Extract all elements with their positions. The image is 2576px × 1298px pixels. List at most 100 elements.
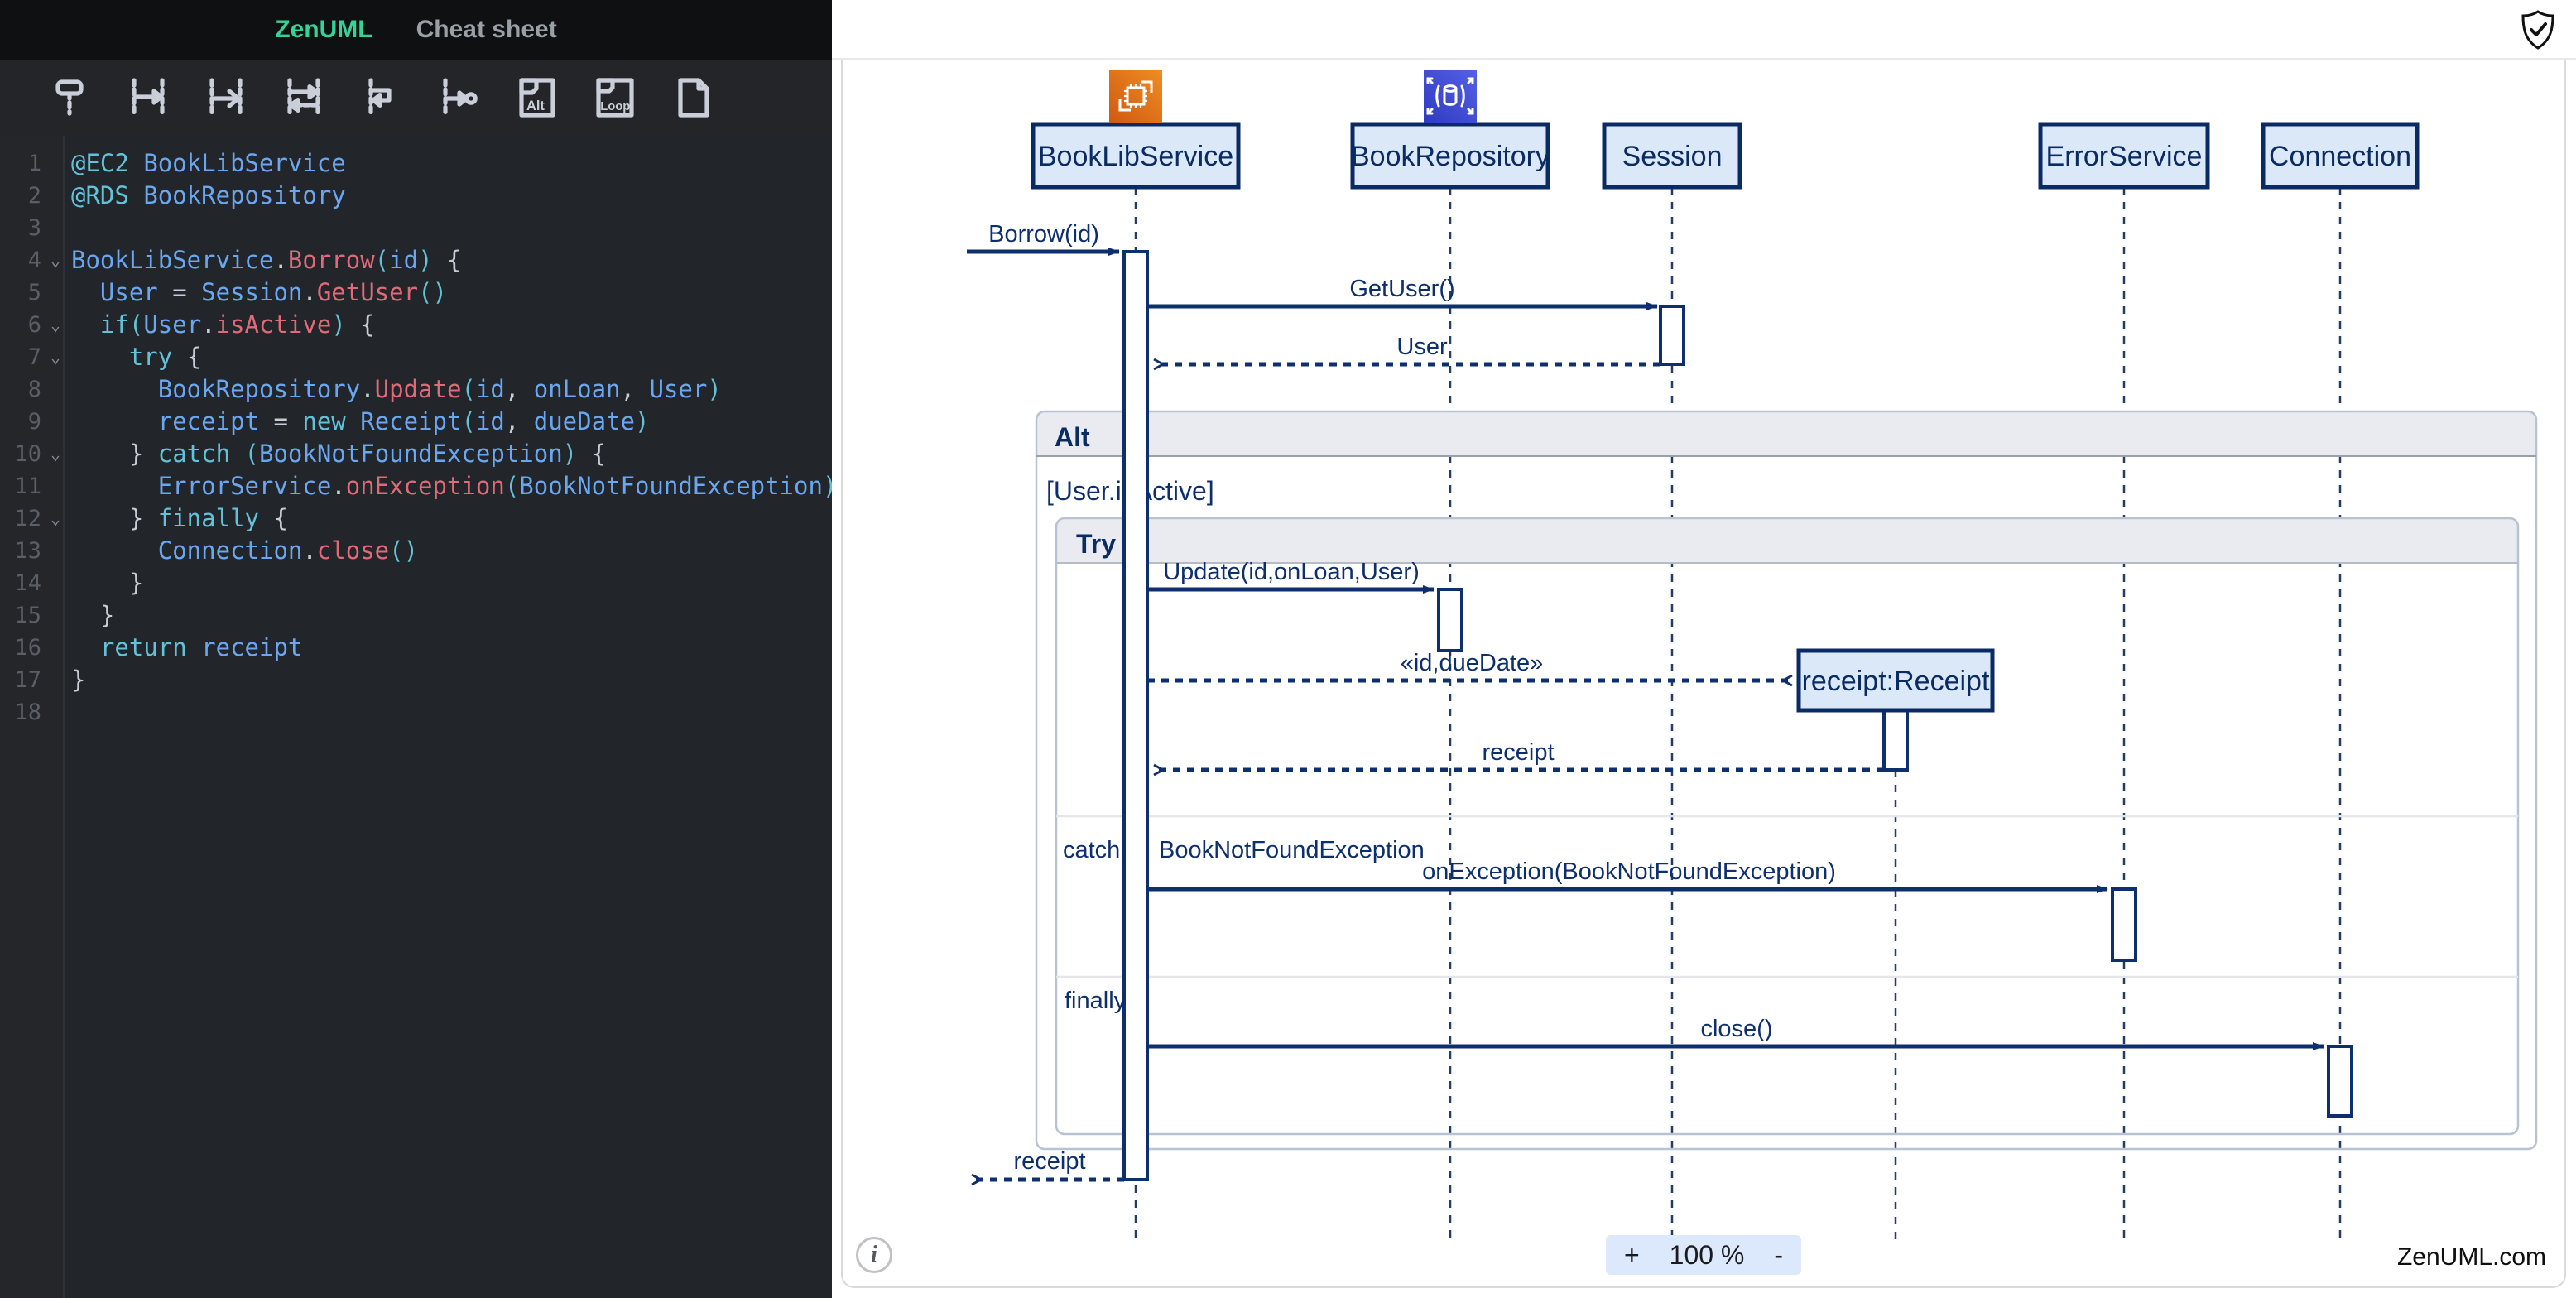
return-message-icon[interactable] [281, 75, 326, 120]
code-line[interactable]: 6⌄ if(User.isActive) { [0, 309, 832, 341]
svg-text:Alt: Alt [526, 99, 545, 113]
message-receipt-return-label: receipt [1482, 739, 1554, 766]
code-line[interactable]: 16 return receipt [0, 632, 832, 664]
code-line[interactable]: 12⌄ } finally { [0, 502, 832, 535]
message-borrow-label: Borrow(id) [988, 221, 1099, 248]
code-text: } [71, 666, 86, 694]
fold-caret-empty [41, 470, 70, 502]
message-getuser-label: GetUser() [1349, 276, 1454, 302]
fold-caret-icon[interactable]: ⌄ [50, 250, 61, 270]
line-number: 12 [14, 506, 41, 531]
line-number: 11 [14, 474, 41, 499]
loop-fragment-icon[interactable]: Loop [593, 75, 637, 120]
zoom-in-button[interactable]: + [1624, 1239, 1640, 1270]
fold-caret-icon[interactable]: ⌄ [50, 347, 61, 367]
code-line[interactable]: 17} [0, 664, 832, 696]
editor-header: ZenUML Cheat sheet [0, 0, 832, 60]
fold-caret-empty [41, 696, 70, 728]
activation-bars [1122, 250, 2353, 1181]
svg-text:Connection: Connection [2269, 141, 2411, 172]
code-line[interactable]: 13 Connection.close() [0, 535, 832, 567]
participant-booklibservice[interactable]: BookLibService [1031, 122, 1241, 190]
fold-caret-empty [41, 180, 70, 212]
alt-fragment-icon[interactable]: Alt [515, 75, 560, 120]
fold-caret-empty [41, 664, 70, 696]
try-fragment: Try catch BookNotFoundException finally [1055, 517, 2520, 1136]
finally-label: finally [1065, 988, 1127, 1014]
fold-caret-icon[interactable]: ⌄ [50, 315, 61, 334]
blank-page-icon[interactable] [670, 75, 715, 120]
code-text: } [71, 601, 115, 629]
fold-caret-empty [41, 599, 70, 632]
self-message-icon[interactable] [359, 75, 404, 120]
activation-bookrepository [1437, 588, 1463, 652]
participant-session[interactable]: Session [1602, 122, 1742, 190]
privacy-shield-icon[interactable] [2516, 8, 2559, 51]
participant-connection[interactable]: Connection [2261, 122, 2420, 190]
diagram-topbar [832, 0, 2576, 60]
code-editor[interactable]: 1 @EC2 BookLibService 2@RDS BookRepository… [0, 136, 837, 1298]
tab-zenuml[interactable]: ZenUML [275, 16, 373, 43]
code-line[interactable]: 9 receipt = new Receipt(id, dueDate) [0, 406, 832, 438]
brand-text: ZenUML.com [2396, 1243, 2546, 1271]
code-text: @EC2 BookLibService [71, 149, 346, 177]
tab-cheat-sheet[interactable]: Cheat sheet [416, 16, 557, 43]
code-text: User = Session.GetUser() [99, 278, 447, 306]
line-number: 16 [14, 635, 41, 661]
code-line[interactable]: 11 ErrorService.onException(BookNotFound… [0, 470, 837, 502]
line-number: 3 [27, 215, 41, 241]
alt-fragment: Alt [User.isActive] [1035, 410, 2538, 1151]
fold-caret-empty [41, 535, 70, 567]
participant-bookrepository[interactable]: BookRepository [1350, 122, 1550, 190]
fold-caret-empty [41, 147, 70, 180]
code-line[interactable]: 18 [0, 696, 832, 728]
diagram-canvas: Alt [User.isActive] Try catch BookNotFou… [841, 60, 2566, 1288]
code-line[interactable]: 5 User = Session.GetUser() [0, 276, 832, 309]
zoom-level: 100 % [1669, 1239, 1745, 1270]
code-text: return receipt [99, 633, 303, 661]
editor-toolbar: Alt Loop [0, 60, 832, 136]
line-number: 18 [14, 699, 41, 725]
info-icon[interactable]: i [856, 1237, 892, 1273]
async-message-icon[interactable] [204, 75, 248, 120]
fold-caret-icon[interactable]: ⌄ [50, 508, 61, 528]
found-message-icon[interactable] [437, 75, 482, 120]
code-line[interactable]: 2@RDS BookRepository [0, 180, 832, 212]
participant-errorservice[interactable]: ErrorService [2038, 122, 2210, 190]
code-line[interactable]: 7⌄ try { [0, 341, 832, 373]
line-number: 5 [27, 280, 41, 305]
participant-receipt[interactable]: receipt:Receipt [1796, 648, 1995, 713]
editor-panel: ZenUML Cheat sheet Alt Loop [0, 0, 837, 1298]
code-line[interactable]: 3 [0, 212, 832, 244]
message-final-return-label: receipt [1013, 1148, 1085, 1175]
sequence-diagram: Alt [User.isActive] Try catch BookNotFou… [967, 70, 2538, 1245]
zoom-out-button[interactable]: - [1774, 1239, 1783, 1270]
code-line[interactable]: 4⌄BookLibService.Borrow(id) { [0, 244, 832, 276]
message-update-label: Update(id,onLoan,User) [1163, 559, 1420, 585]
line-number: 14 [14, 570, 41, 596]
aws-ec2-icon [1109, 70, 1162, 123]
fold-caret-empty [41, 632, 70, 664]
line-number: 6 [27, 312, 41, 338]
message-close-label: close() [1700, 1016, 1772, 1042]
fold-caret-empty [41, 567, 70, 599]
participant-icon[interactable] [48, 75, 93, 120]
code-line[interactable]: 14 } [0, 567, 832, 599]
line-number: 17 [14, 667, 41, 693]
code-text: @RDS BookRepository [71, 181, 346, 209]
activation-booklibservice [1122, 250, 1149, 1181]
fold-caret-empty [41, 276, 70, 309]
line-number: 1 [27, 151, 41, 176]
code-line[interactable]: 15 } [0, 599, 832, 632]
code-text: receipt = new Receipt(id, dueDate) [157, 407, 650, 435]
code-text: } catch (BookNotFoundException) { [71, 440, 607, 468]
code-line[interactable]: 10⌄ } catch (BookNotFoundException) { [0, 438, 832, 470]
code-line[interactable]: 1 @EC2 BookLibService [0, 147, 832, 180]
line-number: 15 [14, 603, 41, 628]
svg-text:BookLibService: BookLibService [1038, 141, 1233, 172]
code-text: BookRepository.Update(id, onLoan, User) [157, 375, 722, 403]
line-number: 13 [14, 538, 41, 564]
code-line[interactable]: 8 BookRepository.Update(id, onLoan, User… [0, 373, 832, 406]
fold-caret-icon[interactable]: ⌄ [50, 444, 61, 464]
sync-message-icon[interactable] [126, 75, 171, 120]
